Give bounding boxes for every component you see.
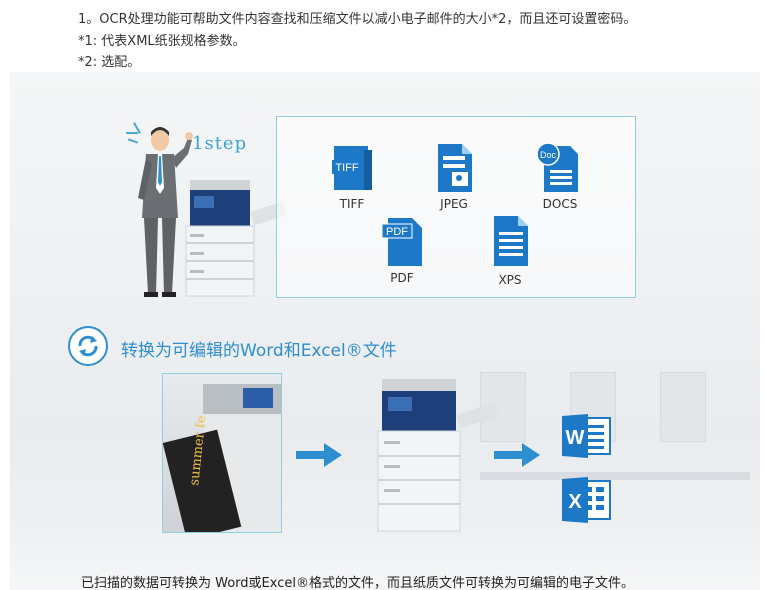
docs-file-icon: Doc bbox=[536, 142, 578, 192]
tiff-file-icon: TIFF bbox=[332, 146, 372, 190]
businessman-illustration bbox=[126, 122, 193, 297]
printer-photo: summer fe bbox=[162, 373, 282, 533]
jpeg-file-icon bbox=[438, 144, 472, 192]
tiff-badge-text: TIFF bbox=[335, 162, 358, 174]
arrow-right-icon bbox=[494, 443, 540, 467]
convert-title: 转换为可编辑的Word和Excel®文件 bbox=[121, 341, 397, 361]
format-label-jpeg: JPEG bbox=[440, 197, 468, 211]
format-label-pdf: PDF bbox=[390, 271, 414, 285]
format-label-xps: XPS bbox=[498, 273, 522, 287]
caption-text: 已扫描的数据可转换为 Word或Excel®格式的文件，而且纸质文件可转换为可编… bbox=[81, 576, 634, 590]
multifunction-printer bbox=[377, 379, 499, 532]
intro-line-1: 1。OCR处理功能可帮助文件内容查找和压缩文件以减小电子邮件的大小*2，而且还可… bbox=[78, 12, 637, 27]
format-label-tiff: TIFF bbox=[339, 197, 365, 211]
format-label-docs: DOCS bbox=[542, 197, 578, 211]
intro-text: 1。OCR处理功能可帮助文件内容查找和压缩文件以减小电子邮件的大小*2，而且还可… bbox=[60, 0, 760, 72]
format-item-jpeg: JPEG bbox=[424, 142, 484, 211]
docs-badge-text: Doc bbox=[540, 150, 557, 160]
multifunction-printer bbox=[185, 180, 287, 297]
format-item-pdf: PDF PDF bbox=[372, 216, 432, 285]
format-item-tiff: TIFF TIFF bbox=[322, 142, 382, 211]
intro-footnote-2: *2: 选配。 bbox=[78, 55, 141, 70]
excel-letter: X bbox=[568, 491, 582, 513]
banner-text: summer fe bbox=[187, 415, 209, 487]
step-label: 1step bbox=[192, 133, 248, 154]
format-item-xps: XPS bbox=[480, 214, 540, 287]
arrow-right-icon bbox=[296, 443, 342, 467]
convert-icon bbox=[68, 326, 108, 366]
pdf-file-icon: PDF bbox=[381, 218, 422, 266]
pdf-badge-text: PDF bbox=[386, 226, 408, 238]
xps-file-icon bbox=[494, 216, 528, 266]
excel-file-icon: X bbox=[562, 477, 611, 523]
background-window bbox=[660, 372, 706, 442]
intro-footnote-1: *1: 代表XML纸张规格参数。 bbox=[78, 34, 246, 49]
word-letter: W bbox=[566, 427, 585, 449]
background-desk bbox=[480, 472, 750, 480]
word-file-icon: W bbox=[562, 414, 611, 458]
format-item-docs: Doc DOCS bbox=[530, 142, 590, 211]
